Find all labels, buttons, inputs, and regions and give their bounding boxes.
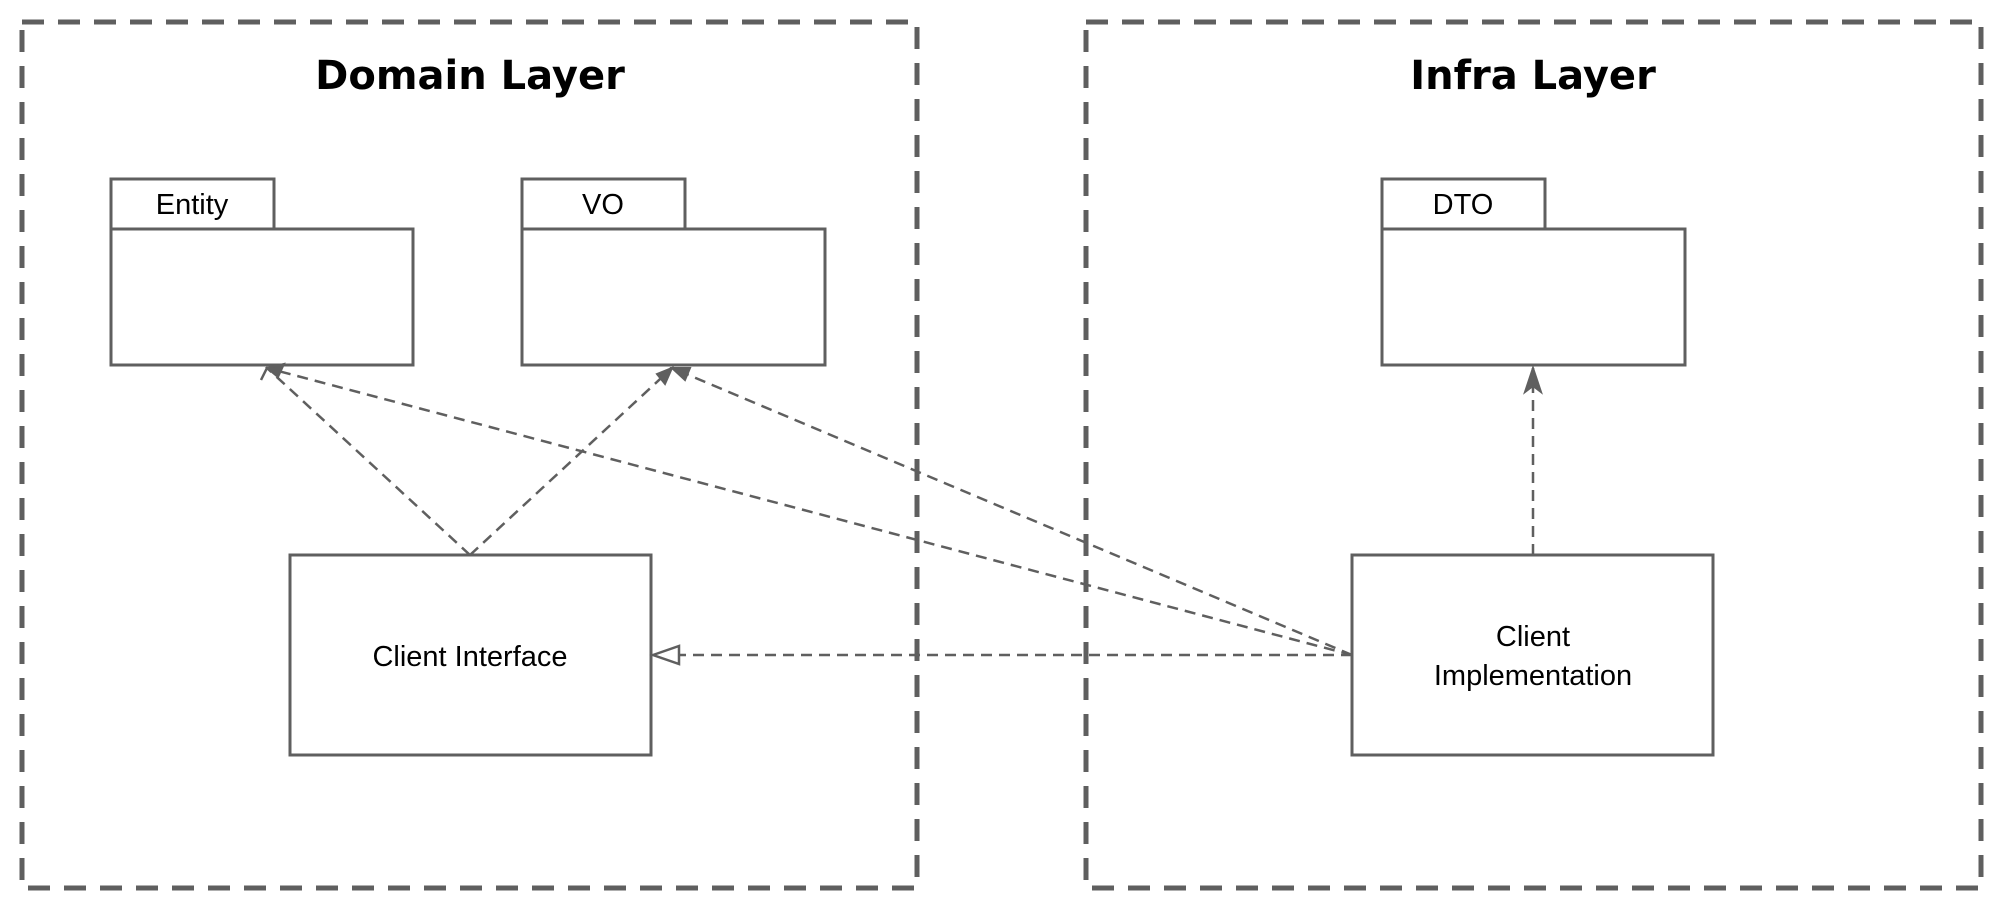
package-vo-tab <box>520 177 687 231</box>
infra-layer: Infra Layer <box>1083 19 1984 891</box>
arrowheads <box>259 362 1543 666</box>
package-entity-body <box>109 227 415 367</box>
client-implementation-label-line1: Client <box>1496 621 1570 653</box>
client-interface-label: Client Interface <box>372 641 567 673</box>
arrowhead-vo-from-interface <box>655 366 674 386</box>
package-dto-label: DTO <box>1433 189 1494 221</box>
dep-interface-to-vo <box>469 367 673 556</box>
package-vo-body <box>520 227 827 367</box>
domain-layer: Domain Layer <box>19 19 920 891</box>
package-vo-label: VO <box>582 189 624 221</box>
arrowhead-interface-realization <box>649 644 681 666</box>
package-dto-tab <box>1380 177 1547 231</box>
package-dto: DTO <box>1380 177 1687 367</box>
package-dto-body <box>1380 227 1687 367</box>
arrowhead-dto-from-impl <box>1523 364 1543 395</box>
infra-layer-title: Infra Layer <box>1410 53 1656 99</box>
client-implementation-box <box>1350 553 1715 757</box>
client-interface-box <box>288 553 653 757</box>
infra-layer-frame <box>1083 19 1984 891</box>
arrowhead-entity-from-impl <box>264 362 286 379</box>
package-vo: VO <box>520 177 827 367</box>
package-entity: Entity <box>109 177 415 367</box>
dependency-lines <box>266 366 1535 657</box>
client-implementation-label-line2: Implementation <box>1434 660 1632 692</box>
class-client-interface: Client Interface <box>288 553 653 757</box>
dep-impl-to-vo <box>671 366 1353 657</box>
class-client-implementation: Client Implementation <box>1350 553 1715 757</box>
dep-interface-to-entity <box>266 367 471 556</box>
dep-impl-to-entity <box>266 366 1353 657</box>
package-entity-label: Entity <box>156 189 229 221</box>
arrowhead-vo-from-impl <box>669 367 692 382</box>
domain-layer-title: Domain Layer <box>315 53 625 99</box>
domain-layer-frame <box>19 19 920 891</box>
